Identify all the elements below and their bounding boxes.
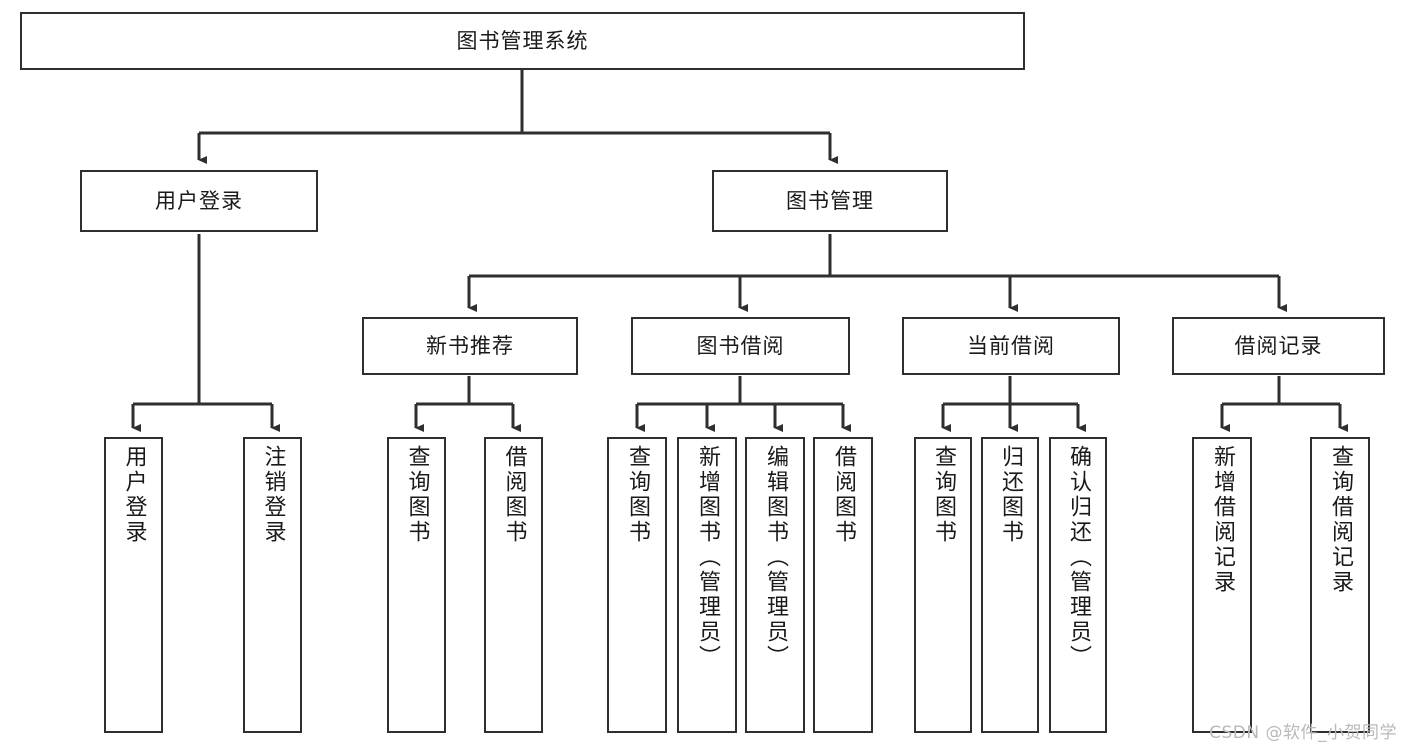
leaf-query-book-3-label: 查询图书 xyxy=(931,445,956,545)
node-book-borrow-label: 图书借阅 xyxy=(696,333,785,358)
leaf-return-book-label: 归还图书 xyxy=(998,445,1023,545)
leaf-user-login-label: 用户登录 xyxy=(121,445,147,545)
leaf-borrow-book-1-label: 借阅图书 xyxy=(501,445,527,545)
leaf-query-book-2[interactable]: 查询图书 xyxy=(607,437,667,733)
node-book-management-label: 图书管理 xyxy=(786,188,874,213)
leaf-query-book-1[interactable]: 查询图书 xyxy=(387,437,446,733)
leaf-confirm-return-label: 确认归还（管理员） xyxy=(1066,445,1091,670)
leaf-confirm-return[interactable]: 确认归还（管理员） xyxy=(1049,437,1107,733)
node-borrow-record[interactable]: 借阅记录 xyxy=(1172,317,1385,375)
leaf-add-book[interactable]: 新增图书（管理员） xyxy=(677,437,737,733)
leaf-add-record[interactable]: 新增借阅记录 xyxy=(1192,437,1252,733)
node-root[interactable]: 图书管理系统 xyxy=(20,12,1025,70)
leaf-return-book[interactable]: 归还图书 xyxy=(981,437,1039,733)
node-user-login-label: 用户登录 xyxy=(155,188,243,213)
leaf-query-book-2-label: 查询图书 xyxy=(625,445,650,545)
node-book-management[interactable]: 图书管理 xyxy=(712,170,948,232)
node-new-book-recommend-label: 新书推荐 xyxy=(426,333,514,358)
leaf-logout-login[interactable]: 注销登录 xyxy=(243,437,302,733)
leaf-add-record-label: 新增借阅记录 xyxy=(1210,445,1235,595)
node-borrow-record-label: 借阅记录 xyxy=(1234,333,1323,358)
leaf-add-book-label: 新增图书（管理员） xyxy=(695,445,720,670)
leaf-query-book-3[interactable]: 查询图书 xyxy=(914,437,972,733)
leaf-edit-book-label: 编辑图书（管理员） xyxy=(763,445,788,670)
node-user-login[interactable]: 用户登录 xyxy=(80,170,318,232)
leaf-logout-login-label: 注销登录 xyxy=(260,445,286,545)
node-current-borrow[interactable]: 当前借阅 xyxy=(902,317,1120,375)
leaf-edit-book[interactable]: 编辑图书（管理员） xyxy=(745,437,805,733)
leaf-borrow-book-2[interactable]: 借阅图书 xyxy=(813,437,873,733)
leaf-borrow-book-2-label: 借阅图书 xyxy=(831,445,856,545)
leaf-query-book-1-label: 查询图书 xyxy=(404,445,430,545)
watermark: CSDN @软件_小贺同学 xyxy=(1209,723,1397,743)
node-current-borrow-label: 当前借阅 xyxy=(967,333,1055,358)
leaf-query-record[interactable]: 查询借阅记录 xyxy=(1310,437,1370,733)
node-new-book-recommend[interactable]: 新书推荐 xyxy=(362,317,578,375)
node-root-label: 图书管理系统 xyxy=(456,28,589,53)
leaf-query-record-label: 查询借阅记录 xyxy=(1328,445,1353,595)
leaf-user-login[interactable]: 用户登录 xyxy=(104,437,163,733)
leaf-borrow-book-1[interactable]: 借阅图书 xyxy=(484,437,543,733)
node-book-borrow[interactable]: 图书借阅 xyxy=(631,317,850,375)
